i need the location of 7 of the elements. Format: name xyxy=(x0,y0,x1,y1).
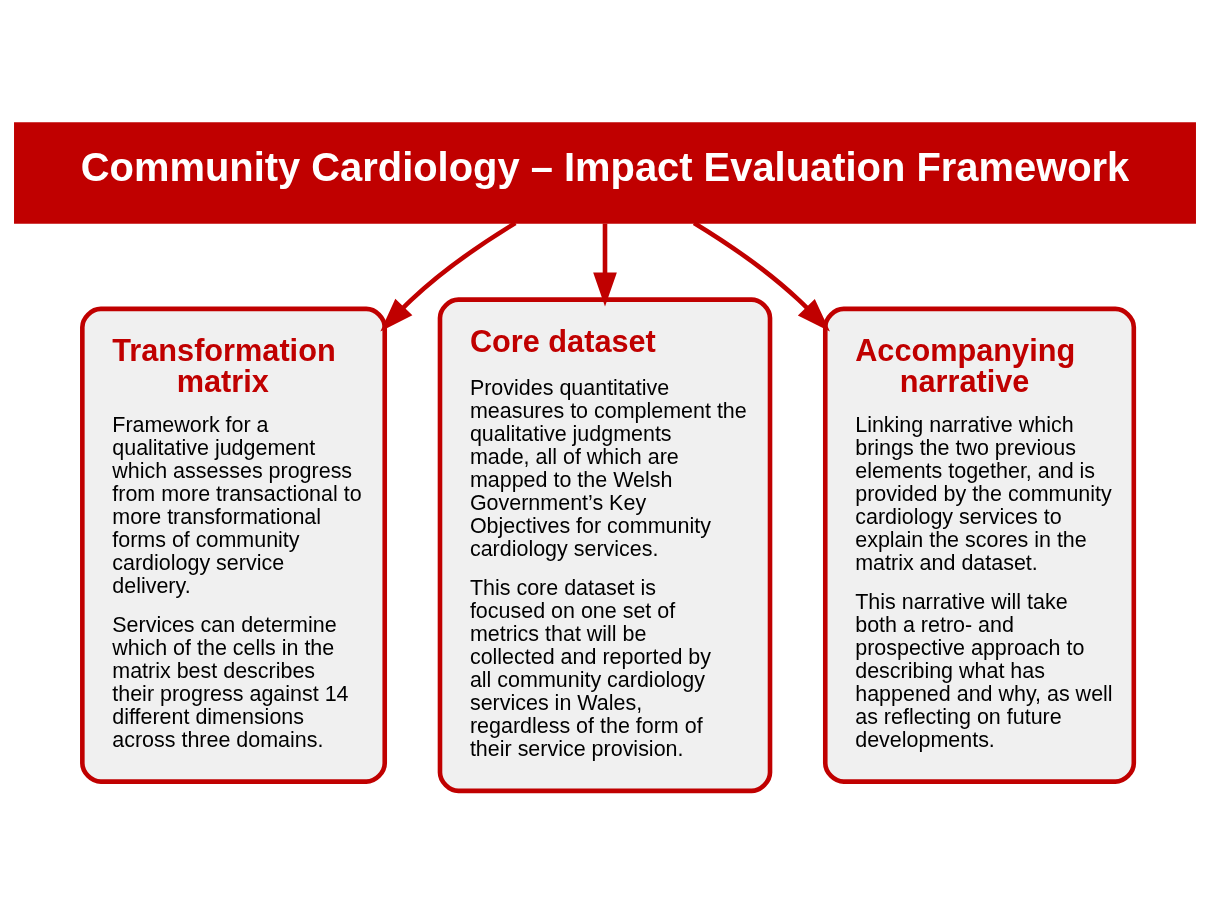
node-box: Transformation matrix Framework for a qualitative judgement which assesses progress from more transactional to more transformational forms of community cardiology service delivery. Services can determine which of the cells in the matrix best describes their progress against 14 different dimensions across three domains. xyxy=(80,306,388,784)
node-box: Community Cardiology – Impact Evaluation Framework xyxy=(14,122,1196,224)
arrow xyxy=(692,220,830,332)
node-box: Accompanying narrative Linking narrative which brings the two previous elements together, and is provided by the community cardiology services to explain the scores in the matrix and dataset. This narrative will take both a retro- and prospective approach to describing what has happened and why, as well as reflecting on future developments. xyxy=(822,306,1137,784)
arrow xyxy=(380,221,517,332)
node-box: Core dataset Provides quantitative measures to complement the qualitative judgments made, all of which are mapped to the Welsh Government’s Key Objectives for community cardiology services. This core dataset is focused on one set of metrics that will be collected and reported by all community cardiology services in Wales, regardless of the form of their service provision. xyxy=(437,297,773,794)
arrow xyxy=(593,223,617,307)
